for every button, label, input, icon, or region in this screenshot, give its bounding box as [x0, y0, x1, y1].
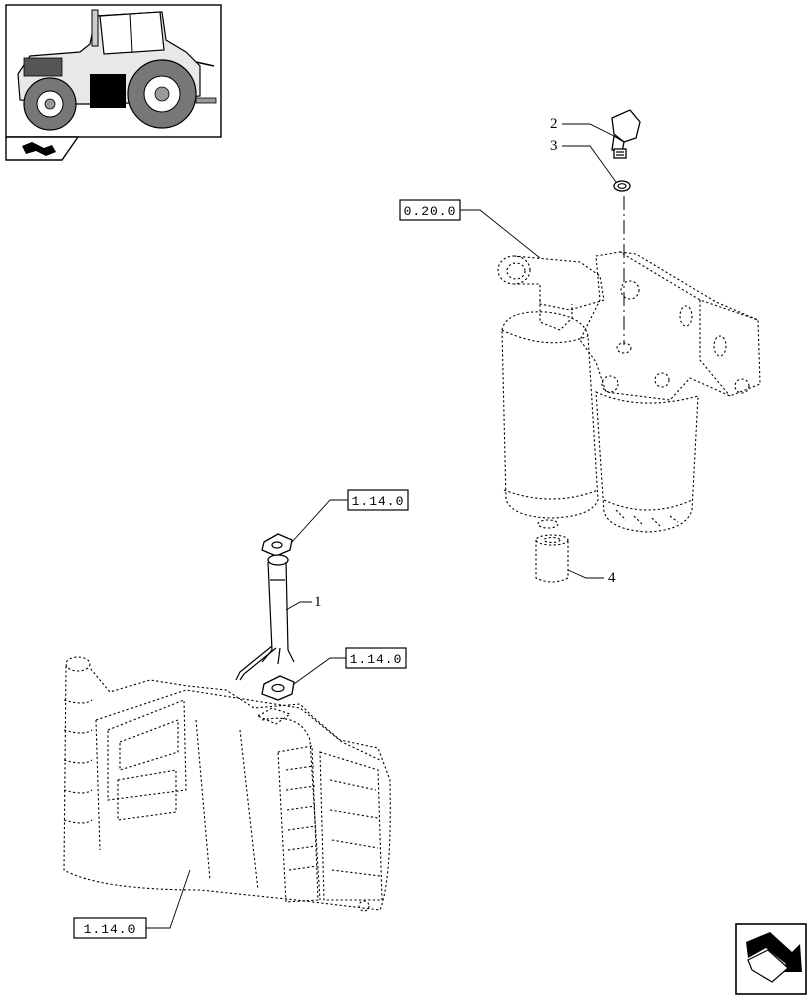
lower-gasket — [261, 675, 295, 701]
ref-label: 0.20.0 — [404, 204, 457, 219]
tractor-thumbnail-icon[interactable] — [5, 4, 222, 138]
leader-line — [460, 209, 541, 259]
callout-1: 1 — [314, 594, 322, 610]
filter-assembly — [497, 251, 761, 533]
ref-box-fuel-tank[interactable]: 1.14.0 — [73, 917, 147, 939]
callout-2: 2 — [550, 116, 558, 132]
callout-4: 4 — [608, 570, 616, 586]
o-ring — [613, 180, 631, 192]
leader-line — [285, 601, 312, 611]
leader-line — [562, 123, 615, 137]
leader-line — [146, 869, 191, 929]
ref-label: 1.14.0 — [350, 652, 403, 667]
ref-box-upper-gasket[interactable]: 1.14.0 — [347, 489, 409, 511]
next-page-arrow-icon[interactable] — [735, 923, 807, 995]
upper-gasket — [261, 533, 293, 557]
pressure-sensor — [611, 109, 641, 159]
level-sender — [235, 554, 295, 681]
ref-label: 1.14.0 — [352, 494, 405, 509]
fuel-tank — [63, 656, 391, 912]
leader-line — [293, 657, 346, 685]
ref-box-filter-head[interactable]: 0.20.0 — [399, 199, 461, 221]
section-arrow-icon[interactable] — [5, 136, 80, 161]
ref-box-lower-gasket[interactable]: 1.14.0 — [345, 647, 407, 669]
ref-label: 1.14.0 — [84, 922, 137, 937]
leader-line — [562, 145, 617, 183]
callout-3: 3 — [550, 138, 558, 154]
leader-line — [291, 499, 348, 543]
leader-line — [567, 569, 604, 579]
filter-cartridge — [535, 534, 569, 583]
